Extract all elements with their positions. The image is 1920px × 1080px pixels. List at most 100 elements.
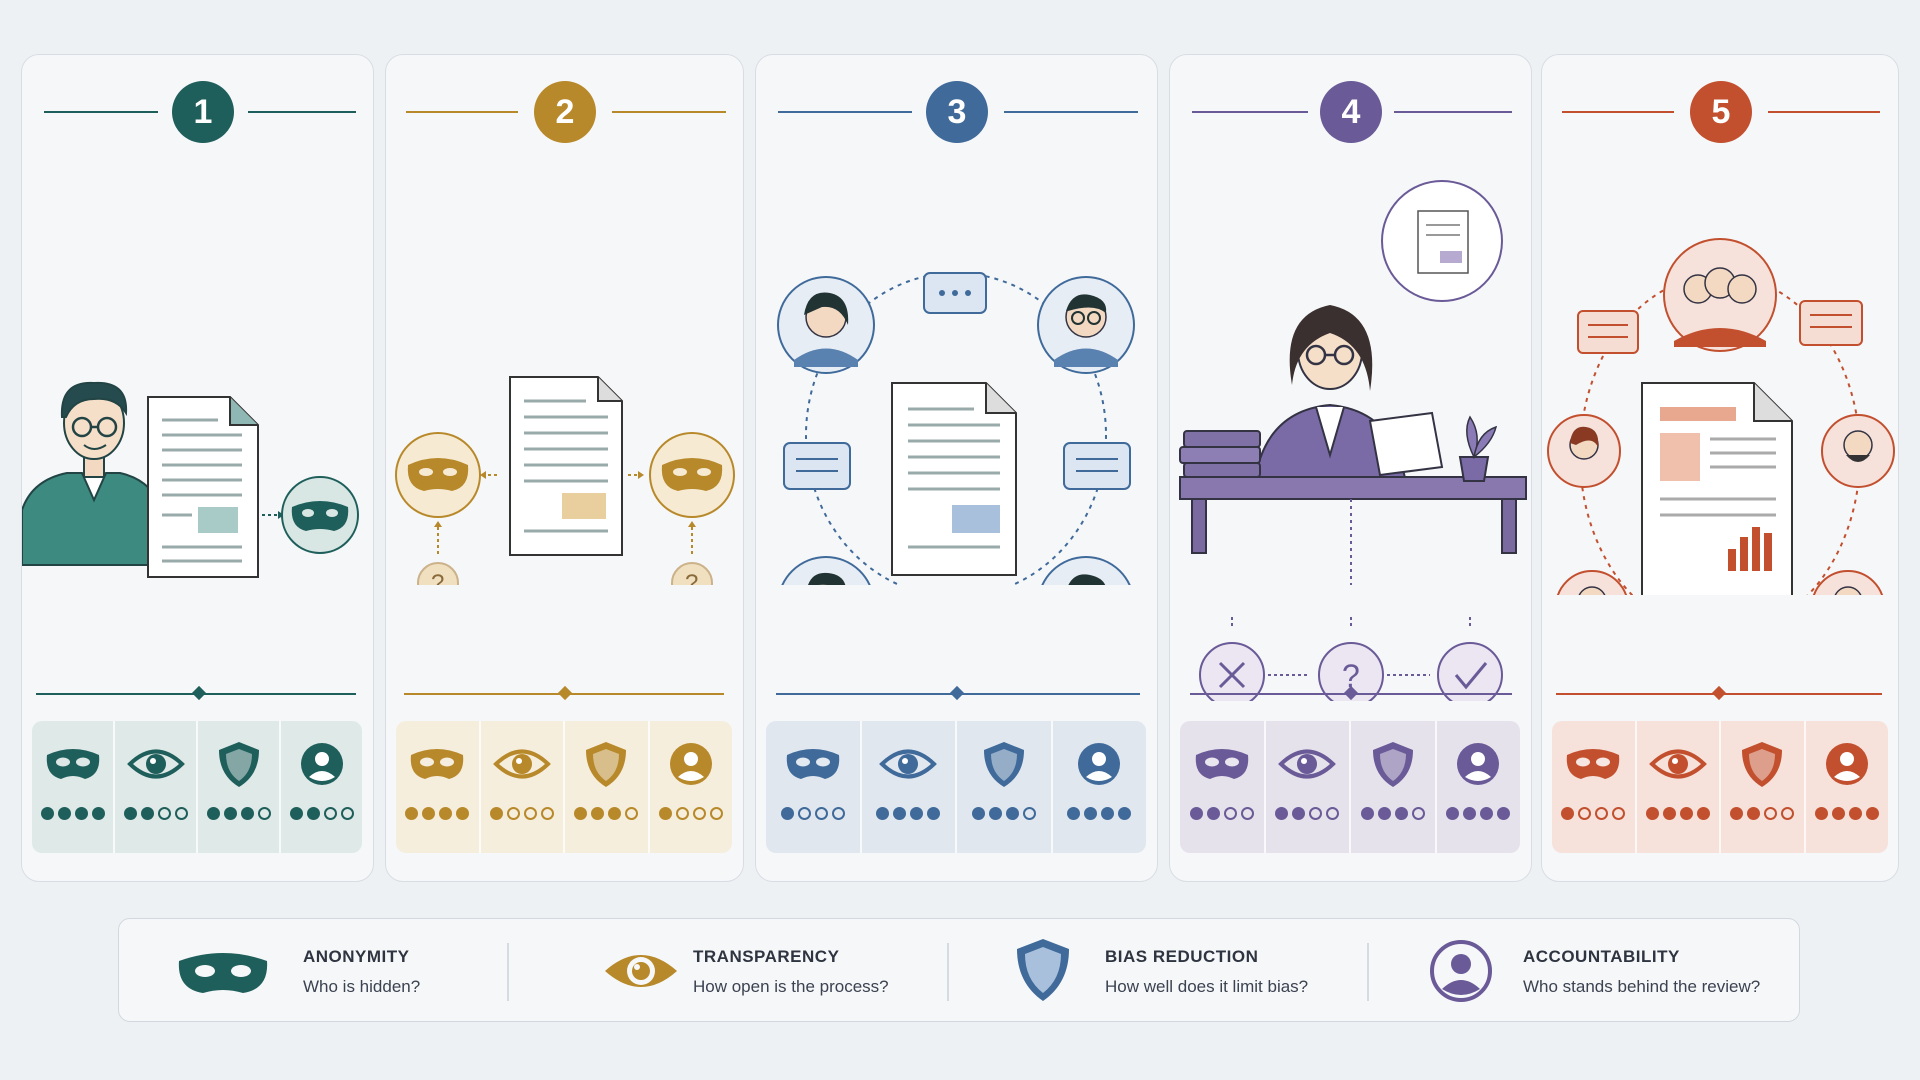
criterion-cell — [766, 721, 862, 853]
rating-dot-filled — [405, 807, 419, 820]
rating-dots — [574, 807, 639, 820]
shield-icon — [218, 742, 259, 787]
criterion-cell — [862, 721, 957, 853]
reviewer-avatar — [1037, 276, 1135, 374]
criteria-ratings — [396, 721, 732, 853]
eye-icon — [492, 749, 551, 779]
mask-icon — [1567, 749, 1620, 779]
rating-dot-empty — [1022, 807, 1036, 820]
rating-dots — [1189, 807, 1254, 820]
mask-icon — [786, 749, 839, 779]
legend-subtitle: How open is the process? — [693, 977, 889, 996]
header-line — [1562, 111, 1674, 113]
shield-icon — [1017, 939, 1069, 1001]
rating-dot-filled — [1645, 807, 1659, 820]
rating-dot-filled — [306, 807, 320, 820]
panel-1: 1 — [21, 54, 374, 882]
svg-text:?: ? — [1342, 658, 1360, 694]
mask-icon — [1195, 749, 1248, 779]
svg-text:?: ? — [431, 570, 444, 585]
desk — [1179, 476, 1527, 554]
step-number-badge: 4 — [1320, 81, 1382, 143]
double-blind-illustration: ? ? — [395, 376, 735, 585]
criterion-cell — [1180, 721, 1266, 853]
rating-dots — [489, 807, 554, 820]
legend-separator — [947, 943, 949, 1001]
criterion-cell — [1053, 721, 1147, 853]
rating-dot-empty — [675, 807, 689, 820]
divider-marker — [1711, 685, 1727, 701]
criterion-cell — [1266, 721, 1351, 853]
rating-dots — [40, 807, 105, 820]
manuscript-document — [1641, 382, 1793, 595]
rating-dot-filled — [1848, 807, 1862, 820]
rating-dot-filled — [40, 807, 54, 820]
rating-dot-empty — [797, 807, 811, 820]
mask-icon — [411, 749, 464, 779]
person-icon — [1825, 743, 1868, 785]
manuscript-document — [509, 376, 623, 556]
person-icon — [300, 743, 343, 785]
rating-dot-filled — [206, 807, 220, 820]
rating-dot-filled — [1292, 807, 1306, 820]
rating-dot-empty — [506, 807, 520, 820]
rating-dot-filled — [240, 807, 254, 820]
mask-icon — [395, 432, 481, 518]
rating-dots — [1446, 807, 1511, 820]
eye-icon — [1278, 749, 1337, 779]
rating-dots — [405, 807, 470, 820]
team-avatar — [1663, 238, 1777, 352]
rating-dots — [1067, 807, 1132, 820]
header-line — [44, 111, 158, 113]
anonymous-person-icon: ? — [417, 562, 459, 585]
shield-icon — [983, 742, 1024, 787]
criterion-cell — [115, 721, 198, 853]
rating-dot-filled — [223, 807, 237, 820]
comment-bubble-icon — [1577, 310, 1639, 354]
rating-dots — [1730, 807, 1795, 820]
rating-dot-filled — [57, 807, 71, 820]
divider-marker — [949, 685, 965, 701]
rating-dot-empty — [709, 807, 723, 820]
rating-dots — [289, 807, 354, 820]
legend-separator — [1367, 943, 1369, 1001]
header-line — [1768, 111, 1880, 113]
rating-dot-empty — [1612, 807, 1626, 820]
criterion-cell — [650, 721, 733, 853]
rating-dot-empty — [340, 807, 354, 820]
revise-icon: ? — [1318, 642, 1384, 701]
reviewer-avatar — [1557, 570, 1627, 595]
reviewer-avatar — [777, 276, 875, 374]
editor-avatar — [1252, 305, 1408, 486]
criterion-cell — [957, 721, 1053, 853]
criteria-legend: ANONYMITY Who is hidden? TRANSPARENCY Ho… — [118, 918, 1800, 1022]
rating-dot-empty — [257, 807, 271, 820]
reject-icon — [1199, 642, 1265, 701]
rating-dot-filled — [439, 807, 453, 820]
rating-dot-filled — [1377, 807, 1391, 820]
header-line — [612, 111, 726, 113]
eye-icon — [605, 955, 677, 987]
rating-dot-filled — [1360, 807, 1374, 820]
rating-dot-empty — [814, 807, 828, 820]
criterion-cell — [396, 721, 481, 853]
rating-dot-empty — [540, 807, 554, 820]
header-line — [778, 111, 912, 113]
rating-dot-filled — [74, 807, 88, 820]
manuscript-document — [891, 382, 1017, 576]
legend-title: TRANSPARENCY — [693, 947, 840, 966]
mask-icon — [281, 476, 359, 554]
rating-dot-filled — [1463, 807, 1477, 820]
criteria-ratings — [1180, 721, 1520, 853]
rating-dots — [1645, 807, 1710, 820]
rating-dot-filled — [1275, 807, 1289, 820]
rating-dot-filled — [456, 807, 470, 820]
rating-dot-filled — [1561, 807, 1575, 820]
rating-dot-empty — [157, 807, 171, 820]
criterion-cell — [481, 721, 565, 853]
reviewer-avatar — [1813, 570, 1883, 595]
rating-dots — [658, 807, 723, 820]
rating-dot-filled — [140, 807, 154, 820]
rating-dot-filled — [1118, 807, 1132, 820]
criterion-cell — [1552, 721, 1637, 853]
